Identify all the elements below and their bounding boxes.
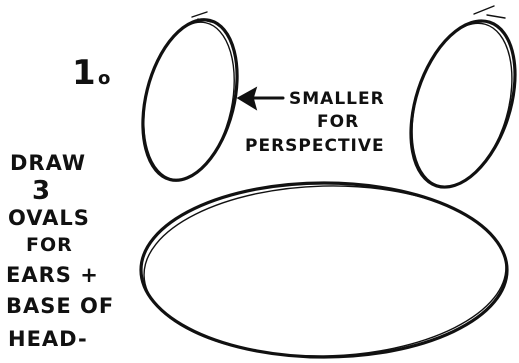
arrow-icon xyxy=(236,86,285,111)
instruction-line-7: HEAD- xyxy=(8,327,88,351)
left-ear-oval xyxy=(141,11,239,182)
annotation-line-1: SMALLER xyxy=(289,89,385,109)
instruction-line-1: DRAW xyxy=(10,151,86,175)
head-base-oval xyxy=(139,181,509,359)
annotation-line-2: FOR xyxy=(317,112,359,132)
annotation-line-3: PERSPECTIVE xyxy=(245,136,385,156)
right-ear-oval xyxy=(409,5,517,189)
instruction-line-4: FOR xyxy=(26,234,73,256)
instruction-line-6: BASE OF xyxy=(6,294,114,318)
instruction-line-2: 3 xyxy=(32,176,51,206)
step-number: 1 xyxy=(72,53,97,93)
instruction-line-5: EARS + xyxy=(6,263,99,287)
instruction-line-3: OVALS xyxy=(8,206,90,230)
step-number-suffix: o xyxy=(98,68,111,89)
